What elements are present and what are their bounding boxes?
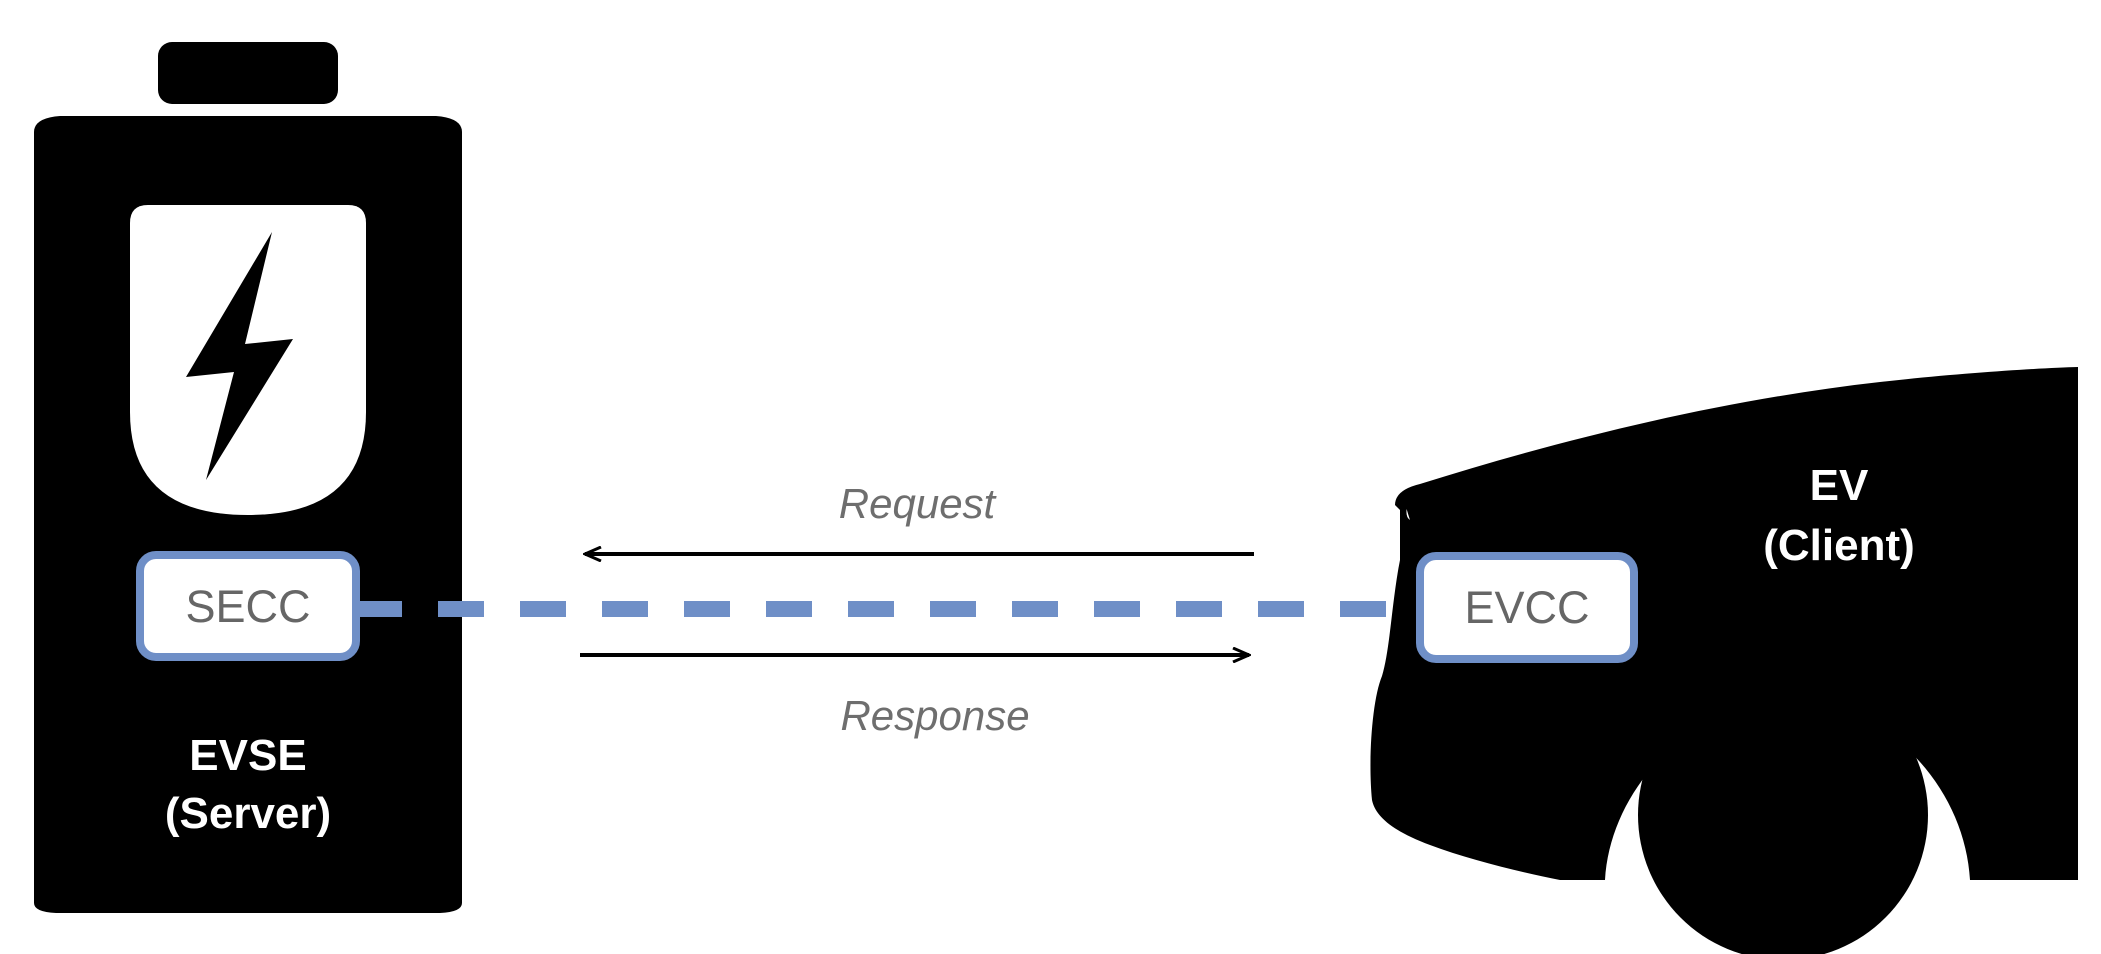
ev-role-label: (Client) bbox=[1763, 521, 1915, 570]
evse-top-cap bbox=[158, 42, 338, 104]
ev-name-label: EV bbox=[1810, 461, 1869, 510]
response-label: Response bbox=[840, 692, 1029, 739]
request-label: Request bbox=[839, 480, 998, 527]
evse-role-label: (Server) bbox=[165, 789, 331, 838]
car-body-silhouette bbox=[1370, 367, 2078, 880]
evse-name-label: EVSE bbox=[189, 731, 306, 780]
evcc-label: EVCC bbox=[1464, 582, 1589, 633]
evcc-module-box bbox=[1416, 552, 1638, 663]
ev-car: EVCC EV (Client) bbox=[1370, 367, 2078, 954]
secc-label: SECC bbox=[185, 581, 310, 632]
car-wheel bbox=[1638, 670, 1928, 954]
evse-charging-station: SECC EVSE (Server) bbox=[34, 42, 462, 913]
lightning-bolt-icon bbox=[186, 232, 293, 480]
